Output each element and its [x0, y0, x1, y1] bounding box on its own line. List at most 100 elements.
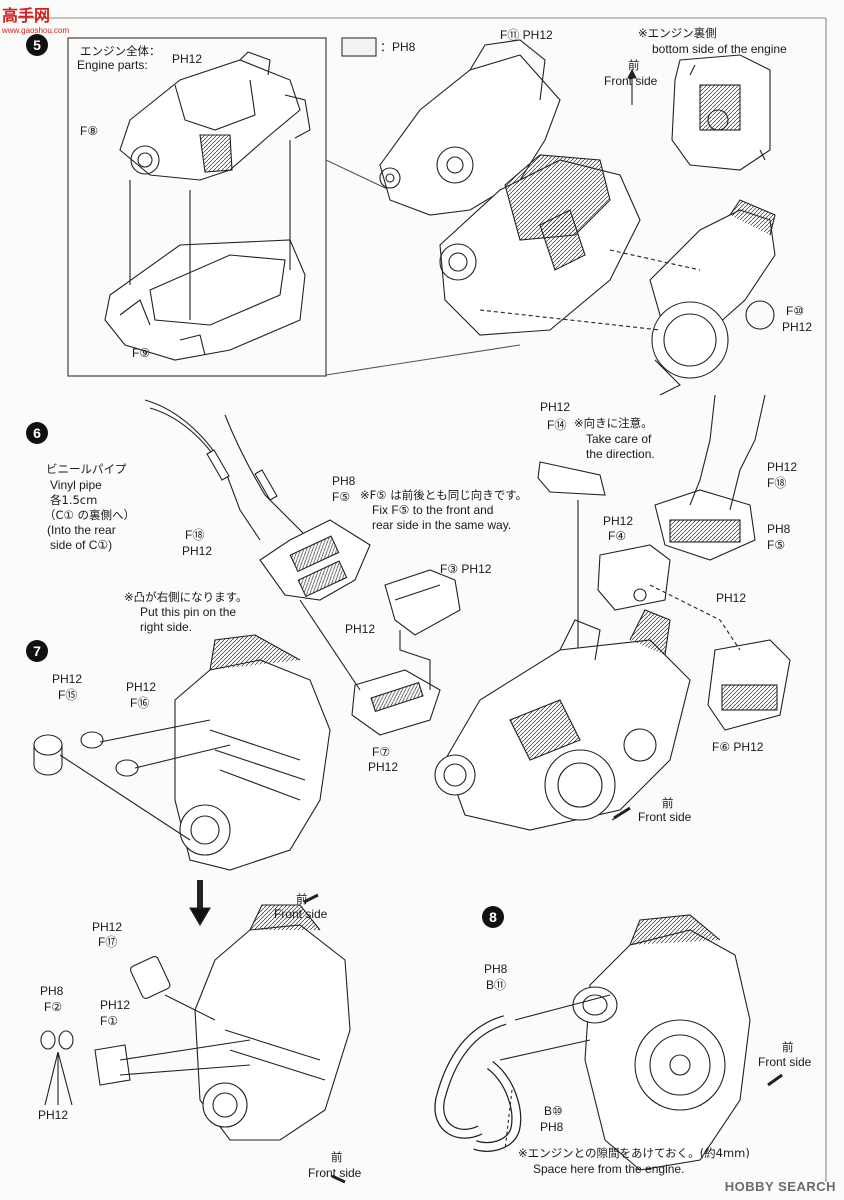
front-jp-step7-bottom: 前: [331, 1150, 343, 1164]
f16-label: F⑯: [130, 696, 150, 710]
b10-paint: PH8: [540, 1120, 564, 1134]
site-watermark: 高手网 www.gaoshou.com: [2, 2, 69, 35]
vinyl-pipe-en: Vinyl pipe: [50, 478, 102, 492]
engine-parts-en: Engine parts:: [77, 58, 148, 72]
gap-note-jp: ※エンジンとの隙間をあけておく。(約4mm): [518, 1146, 750, 1160]
watermark-url: www.gaoshou.com: [2, 26, 70, 35]
f14-paint: PH12: [540, 400, 571, 414]
f5-top-paint: PH8: [332, 474, 356, 488]
care-note-en-2: the direction.: [586, 447, 655, 461]
same-direction-en-2: rear side in the same way.: [372, 518, 512, 532]
f18-right-label: F⑱: [767, 476, 787, 490]
front-en-step7: Front side: [274, 907, 328, 921]
front-jp-step8: 前: [782, 1040, 794, 1054]
vinyl-pipe-length: 各1.5cm: [50, 493, 98, 507]
f7-paint: PH12: [368, 760, 399, 774]
f18-left-label: F⑱: [185, 528, 205, 542]
f15-label: F⑮: [58, 688, 78, 702]
f18-right-paint: PH12: [767, 460, 798, 474]
f17-label: F⑰: [98, 935, 118, 949]
f3-label: F③ PH12: [440, 562, 492, 576]
f2-label: F②: [44, 1000, 63, 1014]
vinyl-pipe-left: [144, 399, 261, 541]
part-f9-label: F⑨: [132, 346, 151, 360]
b11-label: B⑪: [486, 978, 507, 992]
legend-paint-label: ：PH8: [380, 40, 416, 54]
gap-note-en: Space here from the engine.: [533, 1162, 685, 1176]
f4-part-drawing: [597, 544, 671, 611]
front-jp-step7: 前: [296, 892, 308, 906]
f5-right-sub-paint: PH12: [716, 591, 747, 605]
part-f11-label: F⑪ PH12: [500, 28, 553, 42]
front-en-step6: Front side: [638, 810, 692, 824]
vinyl-c1-en-1: (Into the rear: [47, 523, 116, 537]
f2-sub-paint: PH12: [38, 1108, 69, 1122]
step-7-number: 7: [26, 640, 48, 662]
vinyl-pipe-jp: ビニールパイプ: [46, 462, 127, 476]
f16-part-drawing: [80, 731, 139, 777]
part-f8-label: F⑧: [80, 124, 99, 138]
f2-part-drawing: [40, 1030, 74, 1050]
step6-engine-drawing: [434, 609, 691, 831]
front-jp-step5: 前: [628, 58, 640, 72]
f7-label: F⑦: [372, 745, 391, 759]
step-5-number: 5: [26, 34, 48, 56]
f5-right-paint: PH8: [767, 522, 791, 536]
step5-inset-frame: [67, 37, 327, 377]
step8-engine-drawing: [572, 914, 751, 1171]
pin-note-en-1: Put this pin on the: [140, 605, 237, 619]
f5-part-top-drawing: [259, 519, 371, 601]
f2-paint: PH8: [40, 984, 64, 998]
same-direction-en-1: Fix F⑤ to the front and: [372, 503, 494, 517]
engine-lower-case-drawing: [104, 239, 306, 361]
bottom-note-jp: ※エンジン裏側: [638, 26, 717, 40]
step-6-number: 6: [26, 422, 48, 444]
engine-upper-block-drawing: [119, 51, 311, 181]
f18-left-paint: PH12: [182, 544, 213, 558]
step7-engine-top-drawing: [174, 634, 331, 871]
f5-top-label: F⑤: [332, 490, 351, 504]
engine-parts-paint: PH12: [172, 52, 203, 66]
f17-paint: PH12: [92, 920, 123, 934]
main-engine-assembly-drawing: [379, 39, 776, 396]
vinyl-c1-en-2: side of C①): [50, 538, 113, 552]
vinyl-pipe-center: [224, 414, 311, 541]
front-en-step5: Front side: [604, 74, 658, 88]
f5-right-label: F⑤: [767, 538, 786, 552]
same-direction-jp: ※F⑤ は前後とも同じ向きです。: [360, 488, 528, 502]
bottom-note-en: bottom side of the engine: [652, 42, 787, 56]
f1-label: F①: [100, 1014, 119, 1028]
pin-note-jp: ※凸が右側になります。: [124, 590, 248, 604]
care-note-jp: ※向きに注意。: [574, 416, 653, 430]
f14-label: F⑭: [547, 418, 567, 432]
f17-part-drawing: [129, 956, 171, 999]
engine-bottom-view-drawing: [671, 54, 771, 171]
step7-engine-bottom-drawing: [194, 904, 351, 1141]
f7-part-drawing: [351, 669, 441, 736]
step-8-number: 8: [482, 906, 504, 928]
pin-note-en-2: right side.: [140, 620, 193, 634]
hobby-search-logo: HOBBY SEARCH: [724, 1179, 836, 1194]
front-en-step7-bottom: Front side: [308, 1166, 362, 1180]
f4-label: F④: [608, 529, 627, 543]
watermark-brand: 高手网: [2, 8, 51, 25]
engine-whole-jp: エンジン全体：: [80, 44, 161, 58]
front-en-step8: Front side: [758, 1055, 812, 1069]
legend-swatch: [341, 37, 377, 57]
b11-paint: PH8: [484, 962, 508, 976]
care-note-en-1: Take care of: [586, 432, 652, 446]
f3-part-drawing: [384, 569, 461, 636]
f16-paint: PH12: [126, 680, 157, 694]
f5-mid-paint: PH12: [345, 622, 376, 636]
b10-label: B⑩: [544, 1104, 563, 1118]
f15-part-drawing: [33, 734, 63, 776]
f6-part-drawing: [707, 639, 791, 731]
f1-paint: PH12: [100, 998, 131, 1012]
part-f10-label: F⑩: [786, 304, 805, 318]
part-f10-paint: PH12: [782, 320, 813, 334]
f14-part-drawing: [537, 461, 606, 496]
front-jp-step6: 前: [662, 796, 674, 810]
vinyl-c1-jp: （C① の裏側へ）: [44, 508, 135, 522]
